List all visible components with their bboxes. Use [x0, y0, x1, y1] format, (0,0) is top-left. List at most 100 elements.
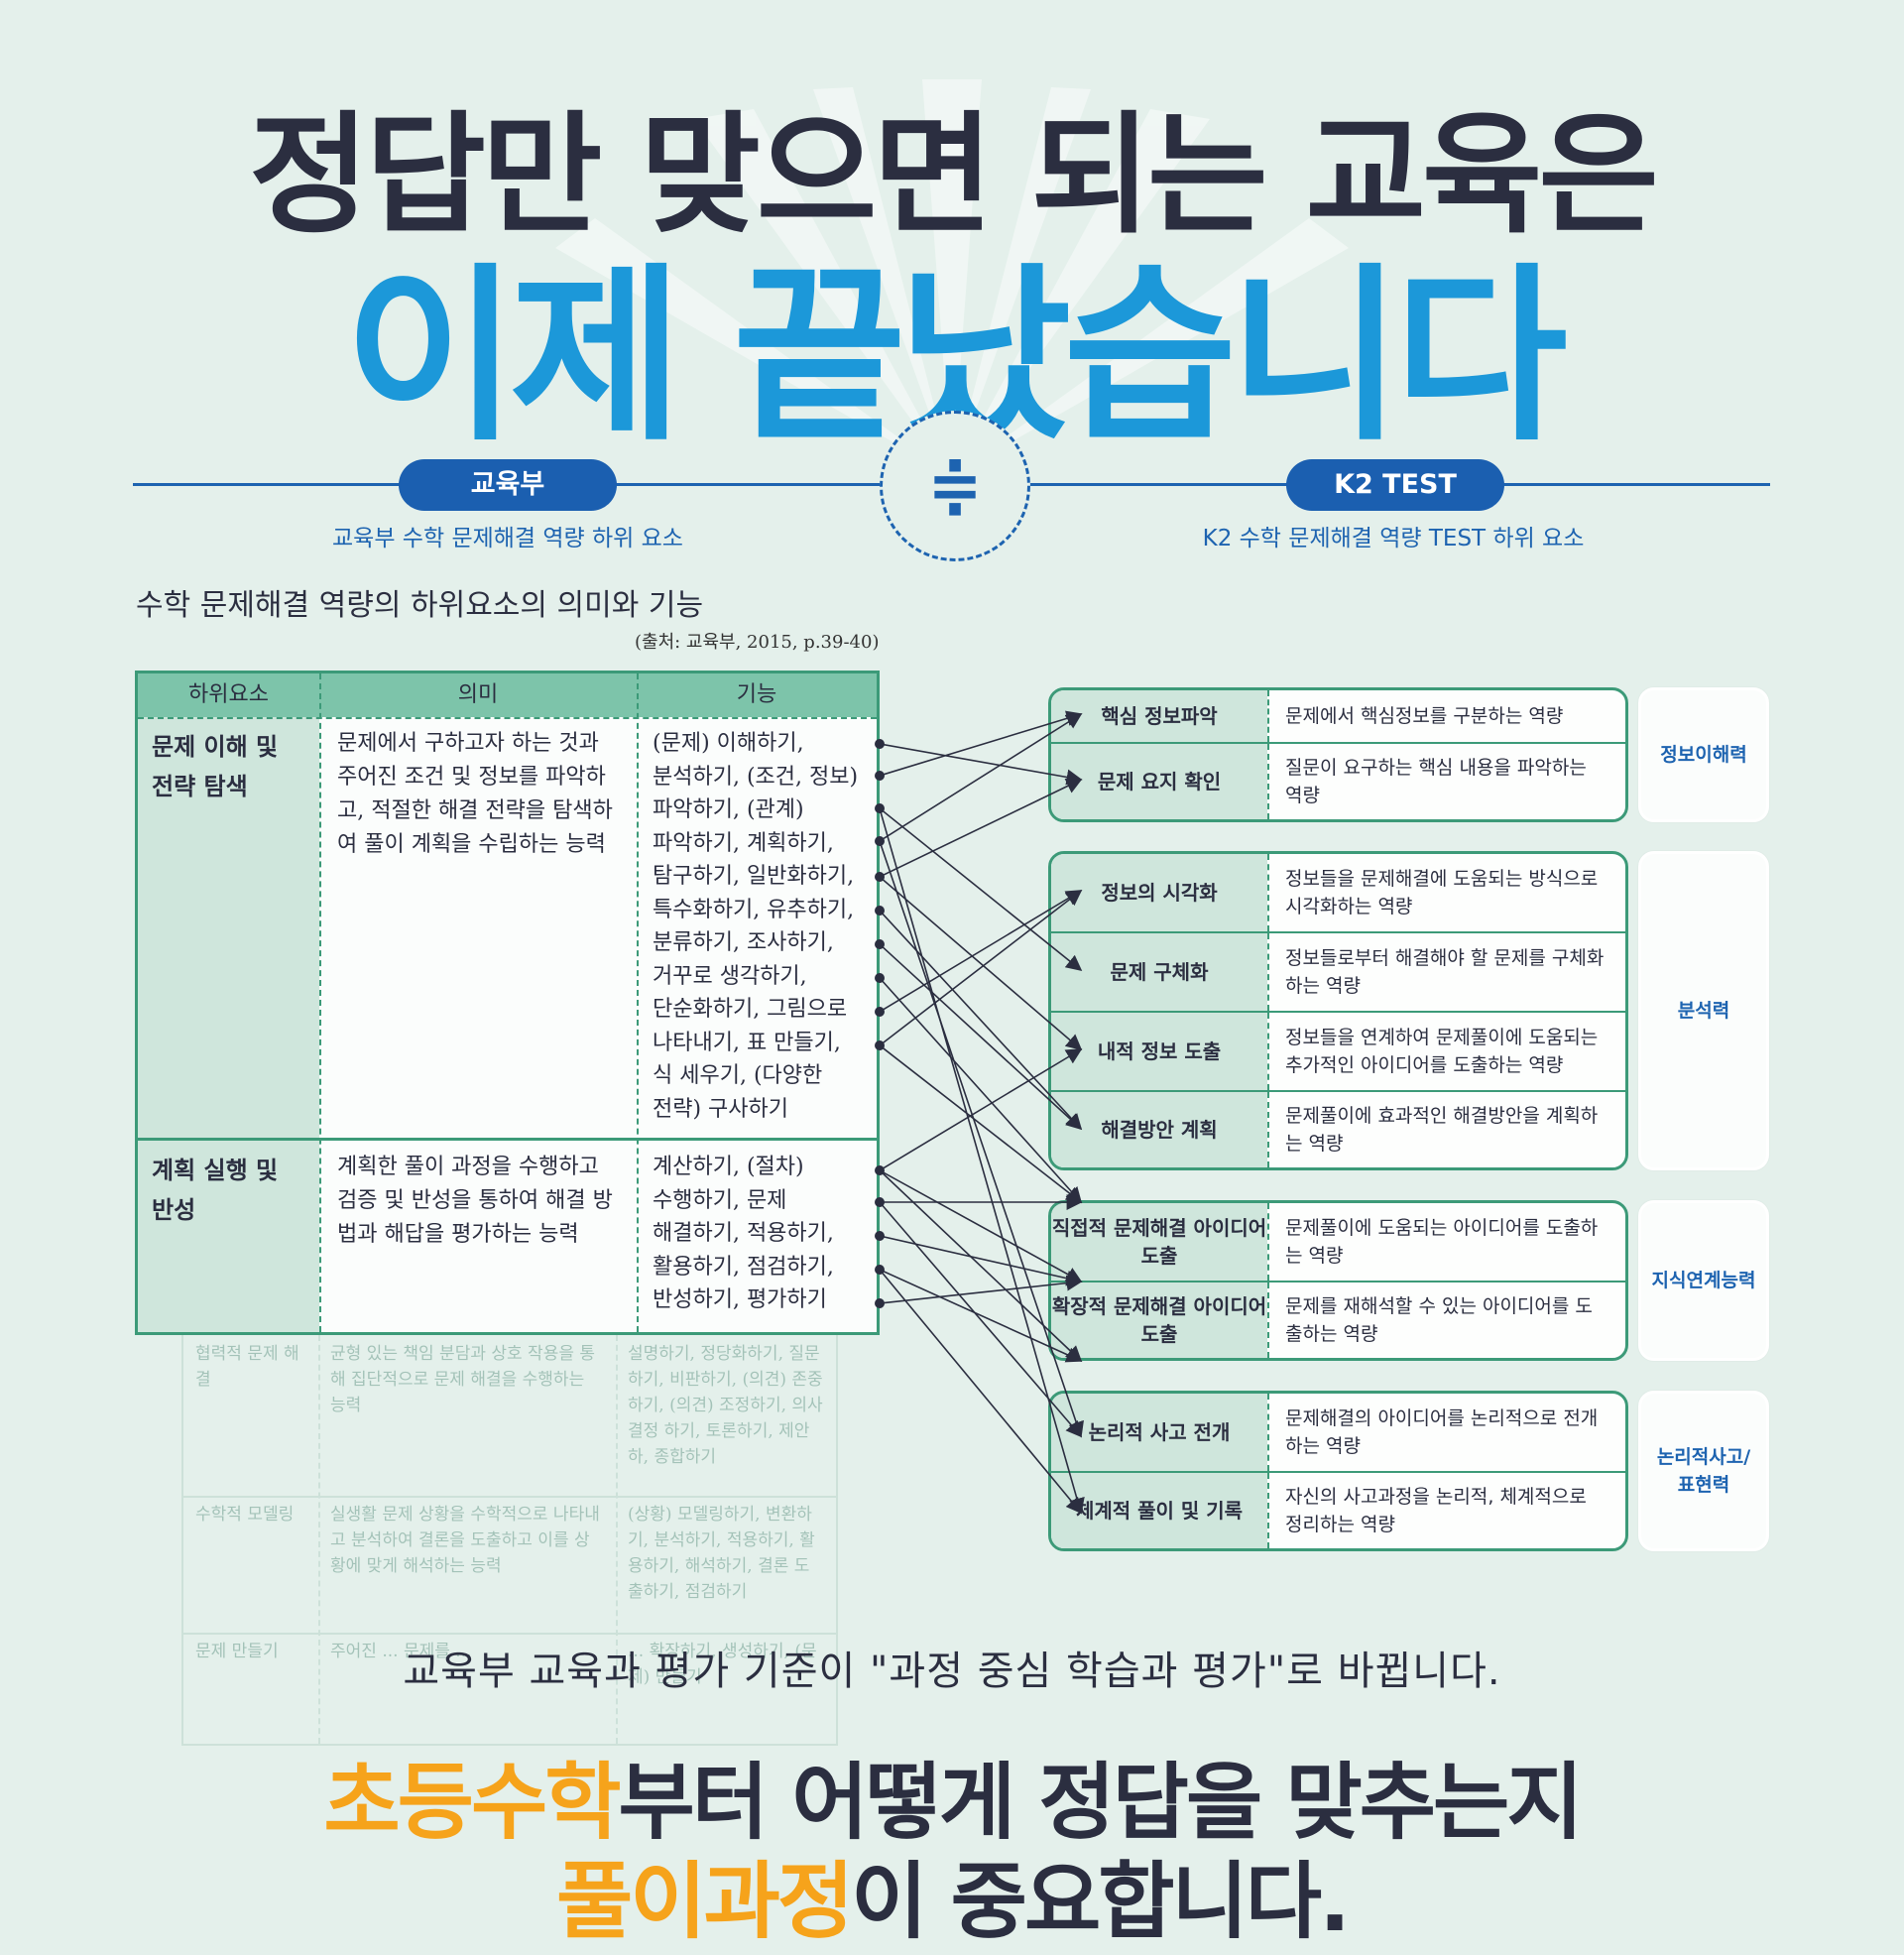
mapping-arrow	[879, 876, 1083, 1051]
k2-item-name: 정보의 시각화	[1051, 854, 1267, 931]
k2-subtitle: K2 수학 문제해결 역량 TEST 하위 요소	[1202, 526, 1585, 551]
k2-group-analysis: 정보의 시각화 정보들을 문제해결에 도움되는 방식으로 시각화하는 역량 문제…	[1048, 851, 1628, 1170]
mapping-arrow	[879, 840, 1084, 1438]
k2-item-desc: 정보들을 문제해결에 도움되는 방식으로 시각화하는 역량	[1267, 854, 1624, 931]
function-line: 파악하기, (관계)	[653, 797, 804, 822]
k2-item-desc: 문제풀이에 효과적인 해결방안을 계획하는 역량	[1267, 1092, 1624, 1167]
arrow-origin-dot	[875, 1197, 885, 1207]
function-line: 특수화하기, 유추하기,	[653, 897, 855, 922]
approx-equal-icon: ≑	[880, 411, 1030, 561]
faded-row-functions: (상황) 모델링하기, 변환하기, 분석하기, 적용하기, 활용하기, 해석하기…	[628, 1505, 815, 1602]
k2-category-logic: 논리적사고/ 표현력	[1638, 1391, 1769, 1551]
faded-row-meaning: 주어진 ... 문제를 ...	[330, 1642, 472, 1661]
arrow-origin-dot	[875, 1165, 885, 1175]
arrow-origin-dot	[875, 973, 885, 983]
function-line: 나타내기, 표 만들기,	[653, 1030, 841, 1055]
k2-item-name: 내적 정보 도출	[1051, 1013, 1267, 1090]
k2-category-analysis: 분석력	[1638, 851, 1769, 1170]
arrow-origin-dot	[875, 739, 885, 749]
header-subelement: 하위요소	[138, 673, 319, 717]
arrow-origin-dot	[875, 1298, 885, 1308]
k2-item-desc: 문제해결의 아이디어를 논리적으로 전개하는 역량	[1267, 1394, 1624, 1471]
k2-category-knowledge: 지식연계능력	[1638, 1200, 1769, 1361]
k2-item-desc: 정보들로부터 해결해야 할 문제를 구체화하는 역량	[1267, 933, 1624, 1011]
k2-item-desc: 문제에서 핵심정보를 구분하는 역량	[1267, 690, 1624, 742]
arrow-origin-dot	[875, 906, 885, 916]
mapping-arrow	[879, 1201, 1083, 1438]
k2-item-name: 직접적 문제해결 아이디어 도출	[1051, 1203, 1267, 1281]
row2-meaning: 계획한 풀이 과정을 수행하고 검증 및 반성을 통하여 해결 방법과 해답을 …	[337, 1155, 613, 1247]
row2-functions: 계산하기, (절차) 수행하기, 문제 해결하기, 적용하기, 활용하기, 점검…	[637, 1141, 877, 1327]
faded-row-name: 문제 만들기	[195, 1642, 279, 1661]
mapping-arrow	[879, 1275, 1083, 1304]
arrow-origin-dot	[875, 939, 885, 949]
faded-row-name: 협력적 문제 해결	[195, 1344, 299, 1390]
k2-item-desc: 질문이 요구하는 핵심 내용을 파악하는 역량	[1267, 744, 1624, 819]
function-line: 분류하기, 조사하기,	[653, 930, 834, 955]
function-line: 반성하기, 평가하기	[653, 1287, 827, 1312]
k2-group-knowledge: 직접적 문제해결 아이디어 도출 문제풀이에 도움되는 아이디어를 도출하는 역…	[1048, 1200, 1628, 1361]
k2-item-name: 핵심 정보파악	[1051, 690, 1267, 742]
k2-category-info: 정보이해력	[1638, 687, 1769, 822]
mapping-arrow	[879, 910, 1083, 1131]
function-line: (문제) 이해하기,	[653, 731, 804, 756]
function-line: 계산하기, (절차)	[653, 1155, 804, 1179]
k2-item-desc: 문제를 재해석할 수 있는 아이디어를 도출하는 역량	[1267, 1283, 1624, 1358]
arrow-origin-dot	[875, 803, 885, 813]
function-line: 탐구하기, 일반화하기,	[653, 864, 855, 889]
bottom-line1: 초등수학부터 어떻게 정답을 맞추는지	[0, 1736, 1904, 1856]
moe-subtitle: 교육부 수학 문제해결 역량 하위 요소	[332, 526, 683, 551]
arrow-origin-dot	[875, 1007, 885, 1017]
faded-row-meaning: 균형 있는 책임 분담과 상호 작용을 통해 집단적으로 문제 해결을 수행하는…	[330, 1344, 596, 1415]
bottom-line2: 풀이과정이 중요합니다.	[0, 1835, 1904, 1955]
mapping-arrow	[879, 1269, 1083, 1363]
moe-pill: 교육부	[399, 459, 617, 511]
k2-item-name: 확장적 문제해결 아이디어 도출	[1051, 1283, 1267, 1358]
table-source: (출처: 교육부, 2015, p.39-40)	[635, 632, 880, 653]
bottom-line1-rest: 부터 어떻게 정답을 맞추는지	[618, 1754, 1584, 1851]
background-rays	[555, 79, 1349, 476]
highlight-solution-process: 풀이과정	[556, 1853, 854, 1950]
k2-item-name: 문제 구체화	[1051, 933, 1267, 1011]
table-title: 수학 문제해결 역량의 하위요소의 의미와 기능	[136, 588, 704, 623]
function-line: 거꾸로 생각하기,	[653, 963, 807, 989]
mapping-arrow	[879, 977, 1083, 1204]
header-meaning: 의미	[319, 673, 637, 717]
headline-line1: 정답만 맞으면 되는 교육은	[249, 99, 1659, 252]
mapping-arrow	[879, 890, 1083, 1046]
function-line: 식 세우기, (다양한	[653, 1063, 823, 1088]
faded-row-meaning: 실생활 문제 상황을 수학적으로 나타내고 분석하여 결론을 도출하고 이를 상…	[330, 1505, 600, 1576]
mapping-arrow	[879, 890, 1083, 1013]
k2-group-info: 핵심 정보파악 문제에서 핵심정보를 구분하는 역량 문제 요지 확인 질문이 …	[1048, 687, 1628, 822]
faded-row-functions: ... 확장하기, 생성하기, (문제) 만들기	[628, 1642, 817, 1687]
header-function: 기능	[637, 673, 877, 717]
mapping-arrow	[879, 1169, 1083, 1283]
k2-item-name: 체계적 풀이 및 기록	[1051, 1473, 1267, 1548]
arrow-origin-dot	[875, 1231, 885, 1241]
faded-row-name: 수학적 모델링	[195, 1505, 295, 1525]
arrow-origin-dot	[875, 771, 885, 781]
function-line: 전략) 구사하기	[653, 1096, 789, 1122]
mapping-arrow	[879, 1044, 1083, 1203]
row2-name: 계획 실행 및 반성	[138, 1141, 319, 1332]
mapping-arrow	[879, 807, 1083, 972]
k2-item-name: 논리적 사고 전개	[1051, 1394, 1267, 1471]
k2-item-desc: 정보들을 연계하여 문제풀이에 도움되는 추가적인 아이디어를 도출하는 역량	[1267, 1013, 1624, 1090]
row1-name: 문제 이해 및 전략 탐색	[138, 717, 319, 1138]
mapping-arrow	[879, 1269, 1083, 1515]
arrow-origin-dot	[875, 836, 885, 846]
row1-meaning: 문제에서 구하고자 하는 것과 주어진 조건 및 정보를 파악하고, 적절한 해…	[337, 731, 613, 857]
mapping-arrow	[879, 743, 1083, 786]
k2-test-pill: K2 TEST	[1286, 459, 1504, 511]
k2-item-desc: 문제풀이에 도움되는 아이디어를 도출하는 역량	[1267, 1203, 1624, 1281]
arrow-origin-dot	[875, 1265, 885, 1275]
mapping-arrow	[879, 779, 1083, 878]
faded-table: 협력적 문제 해결 균형 있는 책임 분담과 상호 작용을 통해 집단적으로 문…	[181, 1335, 838, 1746]
function-line: 활용하기, 점검하기,	[653, 1254, 834, 1280]
mapping-arrow	[879, 1048, 1083, 1171]
k2-item-name: 해결방안 계획	[1051, 1092, 1267, 1167]
k2-item-name: 문제 요지 확인	[1051, 744, 1267, 819]
function-line: 수행하기, 문제	[653, 1187, 787, 1213]
arrow-origin-dot	[875, 1040, 885, 1050]
